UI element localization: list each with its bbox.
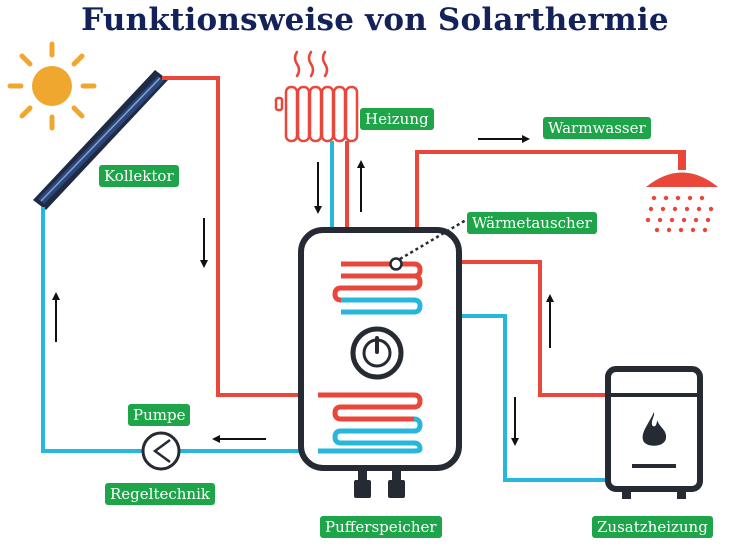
label-heizung: Heizung bbox=[360, 108, 434, 130]
page-title: Funktionsweise von Solarthermie bbox=[81, 2, 669, 38]
label-pumpe: Pumpe bbox=[128, 404, 191, 426]
sun-icon bbox=[7, 41, 97, 131]
flow-arrows bbox=[52, 135, 554, 446]
radiator-icon bbox=[274, 50, 359, 143]
solar-hot-pipe bbox=[162, 76, 318, 397]
collector-icon bbox=[33, 70, 168, 210]
label-regeltechnik: Regeltechnik bbox=[105, 483, 215, 505]
buffer-tank-icon bbox=[298, 218, 467, 498]
solar-cold-pipe bbox=[41, 207, 318, 453]
label-zusatzheizung: Zusatzheizung bbox=[592, 516, 713, 538]
pump-icon bbox=[141, 431, 181, 471]
aux-hot-pipe bbox=[396, 260, 608, 397]
label-waermetauscher: Wärmetauscher bbox=[467, 212, 597, 234]
shower-icon bbox=[645, 150, 718, 233]
aux-heater-icon bbox=[605, 366, 703, 499]
label-warmwasser: Warmwasser bbox=[543, 117, 651, 139]
label-kollektor: Kollektor bbox=[99, 165, 179, 187]
label-pufferspeicher: Pufferspeicher bbox=[320, 516, 442, 538]
